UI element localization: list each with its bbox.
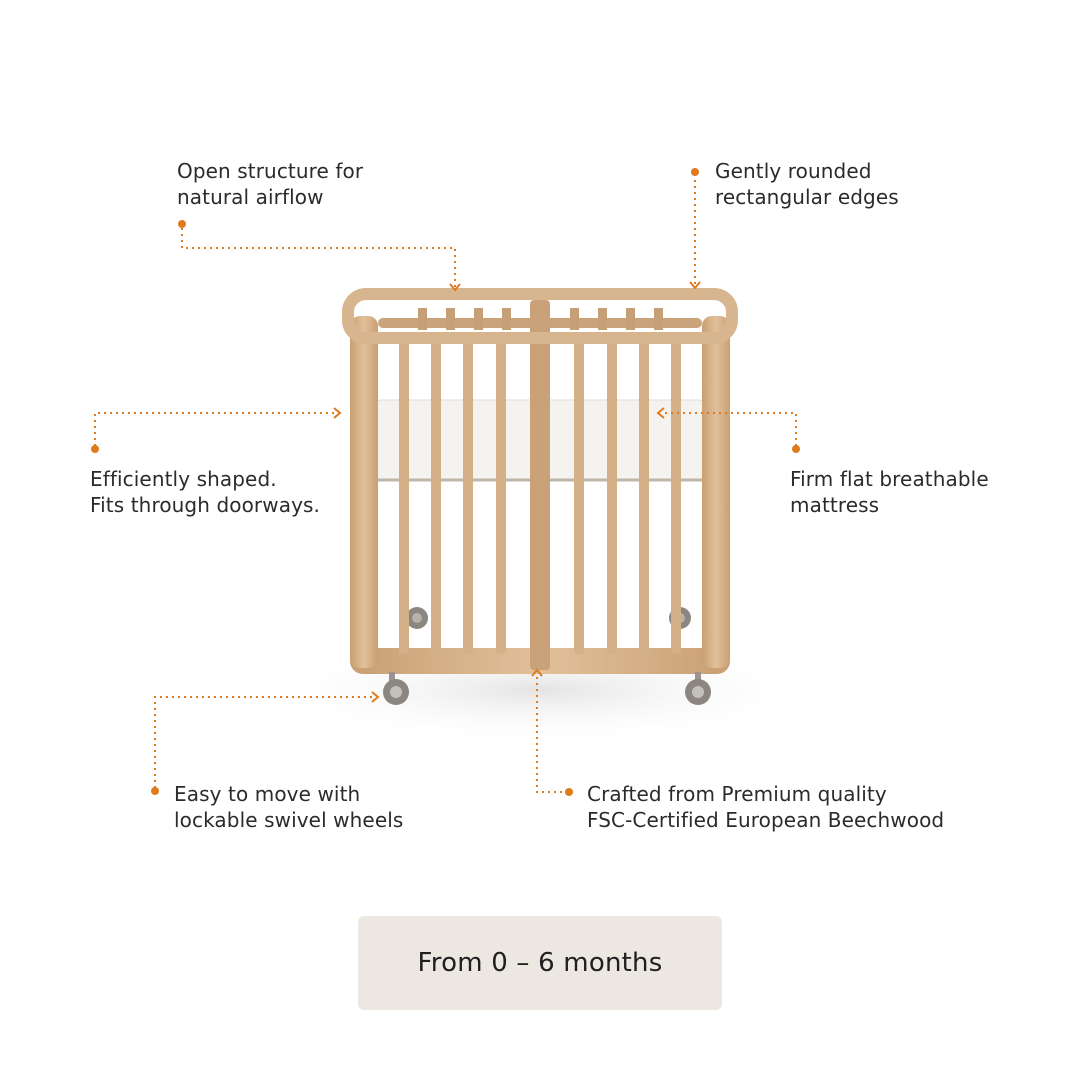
leader-material xyxy=(536,674,568,793)
feature-edges-line1: Gently rounded xyxy=(715,159,872,183)
feature-mattress: Firm flat breathable mattress xyxy=(790,466,989,518)
front-wheels xyxy=(383,672,711,705)
feature-wheels-line2: lockable swivel wheels xyxy=(174,808,404,832)
front-slats xyxy=(399,336,681,654)
feature-material-line2: FSC-Certified European Beechwood xyxy=(587,808,945,832)
age-range-badge: From 0 – 6 months xyxy=(358,916,722,1010)
left-side-post xyxy=(350,316,378,668)
feature-wheels: Easy to move with lockable swivel wheels xyxy=(174,781,403,833)
callout-lines xyxy=(94,174,797,793)
feature-airflow-line2: natural airflow xyxy=(177,185,324,209)
feature-shape-line2: Fits through doorways. xyxy=(90,493,320,517)
age-range-label: From 0 – 6 months xyxy=(417,948,663,978)
feature-mattress-line1: Firm flat breathable xyxy=(790,467,989,491)
crib xyxy=(342,288,738,705)
leader-airflow xyxy=(181,228,456,288)
feature-shape: Efficiently shaped. Fits through doorway… xyxy=(90,466,320,518)
feature-airflow-line1: Open structure for xyxy=(177,159,364,183)
feature-shape-line1: Efficiently shaped. xyxy=(90,467,277,491)
feature-edges-line2: rectangular edges xyxy=(715,185,899,209)
feature-mattress-line2: mattress xyxy=(790,493,880,517)
callout-dots xyxy=(91,168,800,796)
feature-material: Crafted from Premium quality FSC-Certifi… xyxy=(587,781,944,833)
top-rail xyxy=(342,288,738,344)
center-post xyxy=(530,300,550,670)
leader-shape xyxy=(94,412,336,446)
back-slats xyxy=(418,308,663,330)
callout-arrowheads xyxy=(333,281,701,703)
feature-airflow: Open structure for natural airflow xyxy=(177,158,363,210)
feature-material-line1: Crafted from Premium quality xyxy=(587,782,887,806)
feature-edges: Gently rounded rectangular edges xyxy=(715,158,899,210)
leader-wheels xyxy=(154,696,374,788)
right-side-post xyxy=(702,316,730,668)
feature-wheels-line1: Easy to move with xyxy=(174,782,361,806)
